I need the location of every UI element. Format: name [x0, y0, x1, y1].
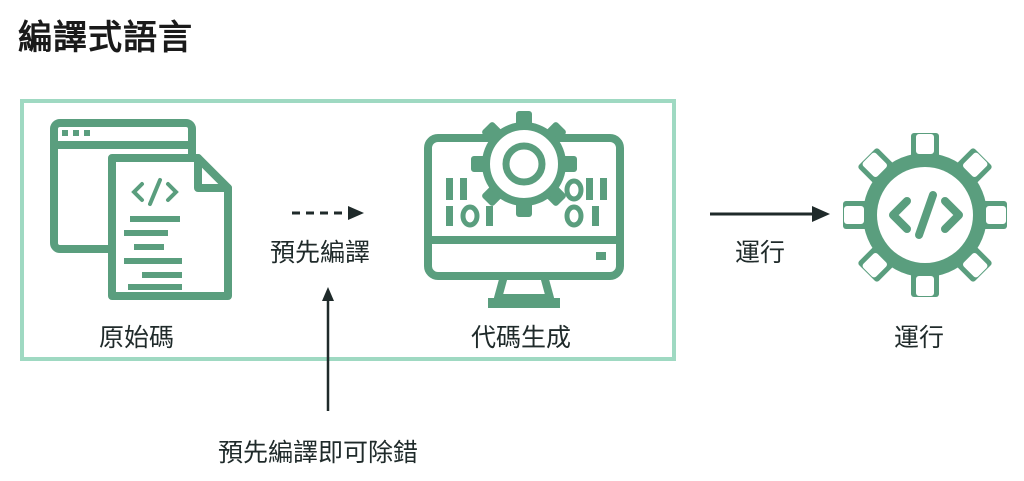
run-arrow-label: 運行	[735, 238, 786, 267]
code-gear-icon	[843, 133, 1007, 297]
run-label: 運行	[894, 323, 945, 352]
run-arrow	[708, 206, 830, 222]
debug-up-arrow	[322, 287, 334, 413]
source-code-document-icon	[50, 118, 240, 308]
diagram-title: 編譯式語言	[18, 18, 193, 58]
monitor-gear-icon	[424, 112, 624, 308]
compile-stage-frame	[20, 99, 676, 361]
precompile-arrow	[290, 206, 364, 220]
codegen-label: 代碼生成	[471, 323, 572, 352]
precompile-label: 預先編譯	[270, 238, 371, 267]
debug-note: 預先編譯即可除錯	[218, 438, 419, 467]
source-code-label: 原始碼	[99, 323, 175, 352]
